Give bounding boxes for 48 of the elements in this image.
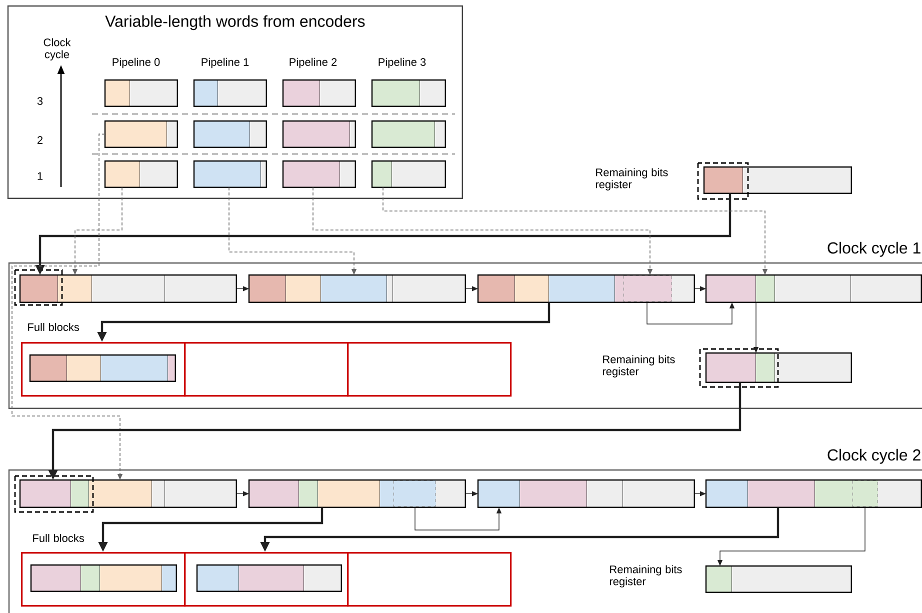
register-bar (699, 348, 852, 388)
column-label: Pipeline 1 (202, 58, 249, 68)
register-bar (705, 565, 852, 593)
axis-label: 1 (38, 172, 43, 180)
word-bar (705, 479, 922, 508)
side-label: Remaining bits register (596, 168, 668, 190)
side-label: Full blocks (28, 322, 80, 332)
word-bar (282, 79, 356, 107)
side-label: Remaining bits register (602, 355, 675, 378)
word-bar (248, 479, 466, 508)
axis-label: 2 (38, 136, 43, 144)
block-cell (347, 552, 512, 607)
word-bar (193, 79, 267, 107)
side-label: Full blocks (33, 534, 84, 542)
block-bar (30, 564, 177, 592)
word-bar (477, 274, 695, 303)
panel-title: Variable-length words from encoders (105, 15, 365, 30)
word-bar (371, 79, 446, 107)
panel-title: Clock cycle 1 (828, 242, 920, 257)
side-label: Remaining bits register (610, 565, 682, 588)
word-bar (193, 120, 267, 148)
word-bar (14, 269, 237, 306)
column-label: Pipeline 0 (112, 58, 160, 68)
axis-label: 3 (37, 97, 43, 105)
axis-label: Clock cycle (44, 38, 71, 60)
block-cell (21, 342, 186, 397)
word-bar (104, 120, 178, 148)
block-cell (347, 342, 512, 397)
block-bar (196, 564, 342, 592)
register-bar (697, 162, 852, 200)
word-bar (282, 160, 356, 188)
column-label: Pipeline 2 (290, 58, 337, 68)
block-cell (184, 342, 349, 397)
word-bar (282, 120, 356, 148)
block-bar (29, 354, 176, 382)
block-cell (184, 552, 349, 607)
word-bar (248, 274, 466, 303)
panel-title: Clock cycle 2 (828, 448, 920, 464)
word-bar (193, 160, 267, 188)
word-bar (371, 120, 446, 148)
word-bar (104, 160, 178, 188)
word-bar (371, 160, 446, 188)
word-bar (477, 479, 695, 508)
word-bar (14, 475, 237, 513)
block-cell (21, 552, 186, 607)
column-label: Pipeline 3 (378, 58, 426, 68)
word-bar (104, 79, 178, 107)
word-bar (705, 274, 922, 303)
